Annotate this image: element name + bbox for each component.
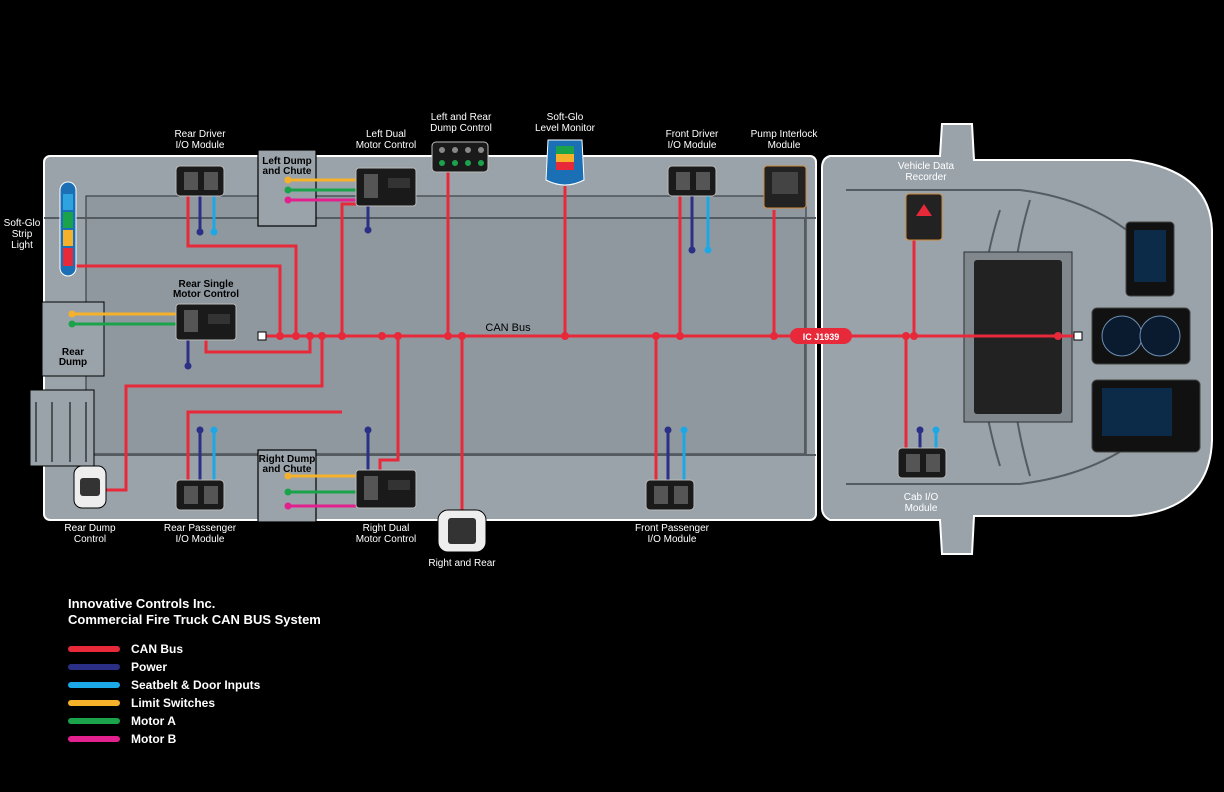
motor-b-wiring [288,198,356,508]
ic-j1939-badge [790,328,852,344]
rear-driver-io-module [175,165,225,197]
legend-item: Motor B [68,730,260,748]
front-passenger-io-module [645,479,695,511]
legend-swatch [68,664,120,670]
left-rear-dump-control-keypad [431,141,489,173]
cab-body [821,123,1213,555]
soft-glo-level-monitor [545,139,585,186]
can-bus-wiring [74,170,1074,510]
limit-switch-wiring [72,178,356,478]
legend-swatch [68,646,120,652]
title-system: Commercial Fire Truck CAN BUS System [68,612,321,627]
legend-swatch [68,736,120,742]
legend-label: Limit Switches [131,696,216,710]
right-dual-motor-control [355,469,417,509]
title-company: Innovative Controls Inc. [68,596,216,611]
legend-label: Motor B [131,732,177,746]
rear-passenger-io-module [175,479,225,511]
legend-label: Power [131,660,168,674]
cab-io-module [897,447,947,479]
legend-item: Power [68,658,260,676]
legend-item: Motor A [68,712,260,730]
motor-a-wiring [72,188,356,494]
soft-glo-strip-light [59,181,77,277]
wire-end-dots [68,176,940,510]
right-and-rear-pendant [437,509,487,553]
legend-item: Seatbelt & Door Inputs [68,676,260,694]
rear-dump-control-pendant [73,465,107,509]
legend-label: Seatbelt & Door Inputs [131,678,261,692]
legend-item: CAN Bus [68,640,260,658]
diagram-title: Innovative Controls Inc. Commercial Fire… [68,596,321,628]
can-bus-terminator-front [1073,331,1083,341]
label-right-and-rear: Right and Rear [428,558,496,569]
left-dual-motor-control [355,167,417,207]
legend-item: Limit Switches [68,694,260,712]
can-bus-junctions [276,332,1062,340]
legend-swatch [68,700,120,706]
legend-label: Motor A [131,714,176,728]
label-ic-j1939: IC J1939 [803,332,840,342]
legend-label: CAN Bus [131,642,184,656]
label-can-bus: CAN Bus [485,322,531,334]
pump-interlock-module [763,165,807,209]
vehicle-data-recorder [905,193,943,241]
front-driver-io-module [667,165,717,197]
rear-single-motor-control [175,303,237,341]
can-bus-terminator-rear [257,331,267,341]
legend-swatch [68,682,120,688]
legend-swatch [68,718,120,724]
